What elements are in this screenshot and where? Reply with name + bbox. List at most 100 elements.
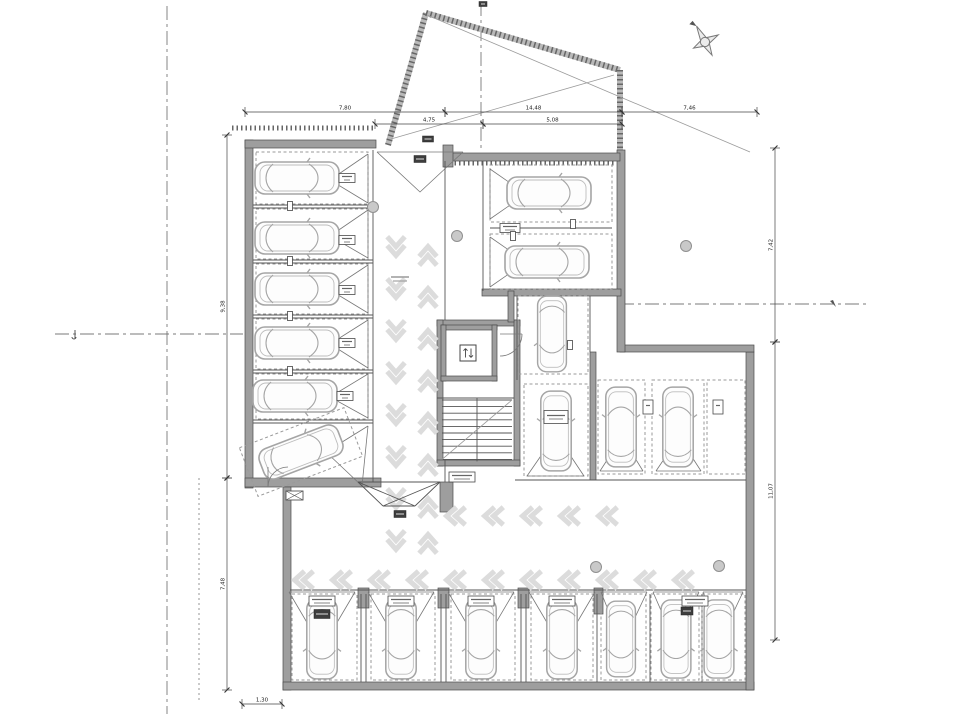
- wall: [507, 290, 515, 323]
- plate-box: [499, 223, 521, 233]
- structural-columns: [367, 201, 725, 573]
- car: [461, 598, 501, 680]
- wall: [357, 587, 370, 609]
- lane-arrow-icon: [387, 405, 405, 424]
- parking-stall-angled: [238, 407, 364, 497]
- car: [542, 598, 582, 680]
- car: [699, 599, 739, 679]
- lane-arrow-icon: [387, 321, 405, 340]
- dimension: 11,07: [769, 339, 780, 643]
- dimension-label: 11,07: [769, 483, 775, 499]
- lane-arrow-icon: [333, 571, 352, 589]
- car: [253, 417, 349, 487]
- car: [254, 322, 340, 364]
- stall-label-plate: [448, 471, 476, 483]
- stall-label-plate: [681, 595, 709, 607]
- lane-arrow-icon: [419, 499, 437, 518]
- dimension-label: 7,46: [683, 106, 696, 112]
- dimension: 7,80: [242, 106, 448, 117]
- dimension-label: 5,08: [546, 118, 559, 124]
- entry-door-line: [357, 481, 384, 507]
- parking-stall: [489, 164, 613, 223]
- door-label-plate: [313, 609, 331, 619]
- stall-label-plate: [387, 595, 415, 607]
- wall: [244, 139, 377, 149]
- lane-arrow-icon: [561, 571, 580, 589]
- walls: [244, 139, 755, 691]
- wall: [440, 324, 498, 331]
- swing-doors: [267, 333, 523, 488]
- dimension-tick: [279, 701, 285, 707]
- dimension-tick: [224, 475, 230, 481]
- wall: [244, 139, 254, 489]
- car: [254, 268, 340, 310]
- stall-label-plate: [548, 595, 576, 607]
- vent-grille-icon: [285, 490, 304, 501]
- lane-arrow-icon: [523, 507, 542, 525]
- car: [252, 375, 338, 417]
- stall-label-plate: [499, 223, 521, 233]
- lane-arrow-icon: [561, 507, 580, 525]
- structural-column: [713, 560, 725, 572]
- dimension-label: 4,75: [423, 118, 436, 124]
- lane-arrow-icon: [371, 571, 390, 589]
- dimension: 4,75: [372, 118, 486, 129]
- wheel-stop-post: [287, 256, 293, 266]
- lane-arrow-icon: [637, 571, 656, 589]
- dimension-tick: [442, 109, 448, 115]
- plate-box: [387, 595, 415, 607]
- door-label-plate: [478, 1, 488, 7]
- dimension: 7,48: [221, 475, 232, 693]
- stall-label-plate: [338, 235, 356, 245]
- lane-arrow-icon: [419, 415, 437, 434]
- parking-stall: [370, 593, 436, 681]
- wheel-stop-post: [287, 311, 293, 321]
- car: [602, 600, 640, 678]
- wall: [593, 587, 604, 615]
- plate-box: [338, 338, 356, 348]
- lane-arrow-icon: [447, 571, 466, 589]
- wall: [440, 324, 447, 382]
- stall-labels: [287, 1, 724, 619]
- wheel-stop-post: [567, 340, 573, 350]
- dimension-label: 14,48: [526, 106, 542, 112]
- wall: [745, 351, 755, 691]
- stair-cut-line: [441, 399, 513, 460]
- stall-label-plate: [543, 410, 569, 424]
- structural-column: [451, 230, 463, 242]
- lane-arrow-icon: [599, 571, 618, 589]
- parking-stall: [530, 593, 594, 681]
- wheel-stop-post: [570, 219, 576, 229]
- parking-stall: [650, 593, 700, 681]
- wall: [436, 459, 521, 467]
- garage-door-swing: [376, 151, 464, 193]
- dimension: 7,46: [619, 106, 760, 117]
- car: [658, 386, 698, 468]
- lane-arrow-icon: [387, 237, 405, 256]
- car: [601, 386, 641, 468]
- car: [254, 157, 340, 199]
- dimension-label: 7,80: [339, 106, 352, 112]
- parking-stall: [706, 379, 746, 475]
- wall: [589, 351, 597, 481]
- ramp-wall: [425, 10, 621, 73]
- structural-column: [590, 561, 602, 573]
- wall: [442, 144, 454, 168]
- plate-box: [712, 399, 724, 415]
- parking-stall: [701, 593, 746, 681]
- wall: [282, 486, 292, 691]
- lane-arrow-icon: [523, 571, 542, 589]
- plate-box: [308, 595, 336, 607]
- plate-box: [642, 399, 654, 415]
- ramp-slope-line: [390, 74, 615, 140]
- parking-stall: [651, 379, 705, 475]
- lane-arrow-icon: [387, 447, 405, 466]
- plate-box: [448, 471, 476, 483]
- dimension-tick: [224, 687, 230, 693]
- entry-door-line: [414, 481, 441, 507]
- lane-arrow-icon: [485, 507, 504, 525]
- plate-box: [681, 595, 709, 607]
